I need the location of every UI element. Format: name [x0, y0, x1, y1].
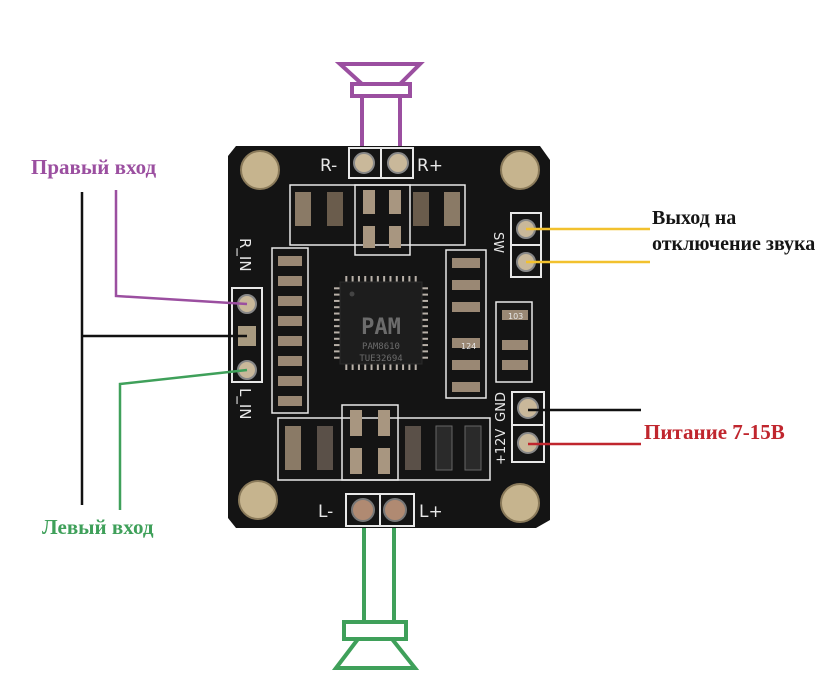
l-output-terminal — [345, 493, 415, 527]
mounting-hole — [240, 150, 280, 190]
mounting-hole — [238, 480, 278, 520]
mounting-hole — [500, 150, 540, 190]
chip-model: PAM8610 — [362, 342, 400, 352]
pam8610-chip — [334, 276, 428, 370]
right-input-wire — [114, 190, 248, 306]
right-input-label: Правый вход — [31, 155, 157, 179]
right-resistor-block — [445, 249, 533, 399]
silk-r-in: R_IN — [235, 238, 254, 272]
silk-l-in: L_IN — [235, 388, 254, 420]
silk-l-plus: L+ — [419, 502, 443, 522]
silk-r-minus: R- — [320, 156, 337, 176]
r-output-terminal — [348, 147, 414, 179]
chip-lot: TUE32694 — [359, 354, 402, 364]
left-resistor-column — [271, 247, 309, 414]
silk-r-plus: R+ — [417, 156, 443, 176]
bottom-components — [277, 404, 491, 481]
chip-logo: PAM — [361, 315, 401, 340]
mute-output-label: Выход на отключение звука — [652, 207, 816, 255]
left-input-wire — [118, 368, 248, 510]
silk-12v: +12V — [494, 429, 509, 465]
top-components — [289, 184, 466, 256]
power-label: Питание 7-15В — [644, 420, 785, 444]
left-input-label: Левый вход — [42, 515, 154, 539]
silk-res-103: 103 — [508, 312, 523, 321]
silk-res-124: 124 — [461, 342, 476, 351]
silk-l-minus: L- — [318, 502, 333, 522]
pcb-board: R- R+ L- L+ R_IN L_IN SW — [228, 146, 550, 528]
top-capacitors — [295, 190, 460, 248]
left-speaker-icon — [331, 512, 420, 670]
silk-gnd: GND — [494, 392, 509, 422]
mounting-hole — [500, 483, 540, 523]
silk-sw: SW — [490, 232, 505, 253]
